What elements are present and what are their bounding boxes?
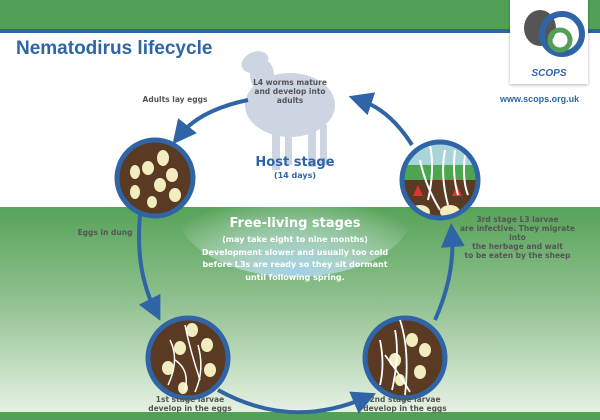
logo-text: SCOPS — [531, 68, 566, 79]
page-title: Nematodirus lifecycle — [16, 38, 213, 59]
label-line: develop in the eggs — [363, 404, 447, 413]
eggs-in-dung-label: Eggs in dung — [77, 228, 133, 237]
scops-logo: SCOPS — [510, 0, 588, 84]
first-stage-larvae-circle — [145, 315, 231, 401]
free-living-duration: (may take eight to nine months) — [222, 235, 368, 244]
eggs-in-dung-circle — [114, 137, 196, 219]
label-line: 3rd stage L3 larvae — [476, 215, 559, 224]
website-link[interactable]: www.scops.org.uk — [500, 94, 580, 104]
free-living-line: before L3s are ready so they sit dormant — [202, 260, 388, 269]
top-band — [0, 0, 600, 29]
label-line: 2nd stage larvae — [369, 395, 441, 404]
bottom-band — [0, 412, 600, 420]
second-stage-label: 2nd stage larvae develop in the eggs — [355, 395, 455, 413]
free-living-line: until following spring. — [245, 272, 345, 282]
label-line: to be eaten by the sheep — [464, 251, 571, 260]
first-stage-label: 1st stage larvae develop in the eggs — [140, 395, 240, 413]
host-stage-duration: (14 days) — [273, 171, 317, 180]
sheep-label: L4 worms mature and develop into adults — [253, 78, 327, 105]
second-stage-larvae-circle — [362, 315, 448, 401]
adults-lay-eggs-label: Adults lay eggs — [142, 95, 208, 104]
arrow-l1-to-l2 — [217, 388, 377, 415]
host-glow — [175, 137, 415, 277]
free-living-line: Development slower and usually too cold — [201, 247, 389, 257]
arrow-l3-to-host — [348, 92, 414, 147]
third-stage-larvae-circle — [399, 139, 481, 221]
free-living-title: Free-living stages — [229, 216, 361, 231]
arrow-eggs-to-l1 — [137, 214, 161, 321]
ram-logo-icon: SCOPS — [524, 10, 585, 79]
arrow-adults-to-eggs — [172, 98, 249, 145]
sheep-icon — [241, 51, 335, 170]
third-stage-label: 3rd stage L3 larvae are infective. They … — [455, 215, 580, 260]
top-divider — [0, 29, 600, 33]
free-living-description: (may take eight to nine months) Developm… — [190, 234, 400, 284]
label-line: the herbage and wait — [472, 242, 563, 251]
host-stage-title: Host stage — [255, 155, 335, 170]
label-line: 1st stage larvae — [155, 395, 225, 404]
arrow-l2-to-l3 — [433, 223, 465, 321]
label-line: are infective. They migrate into — [460, 224, 575, 242]
label-line: develop in the eggs — [148, 404, 232, 413]
